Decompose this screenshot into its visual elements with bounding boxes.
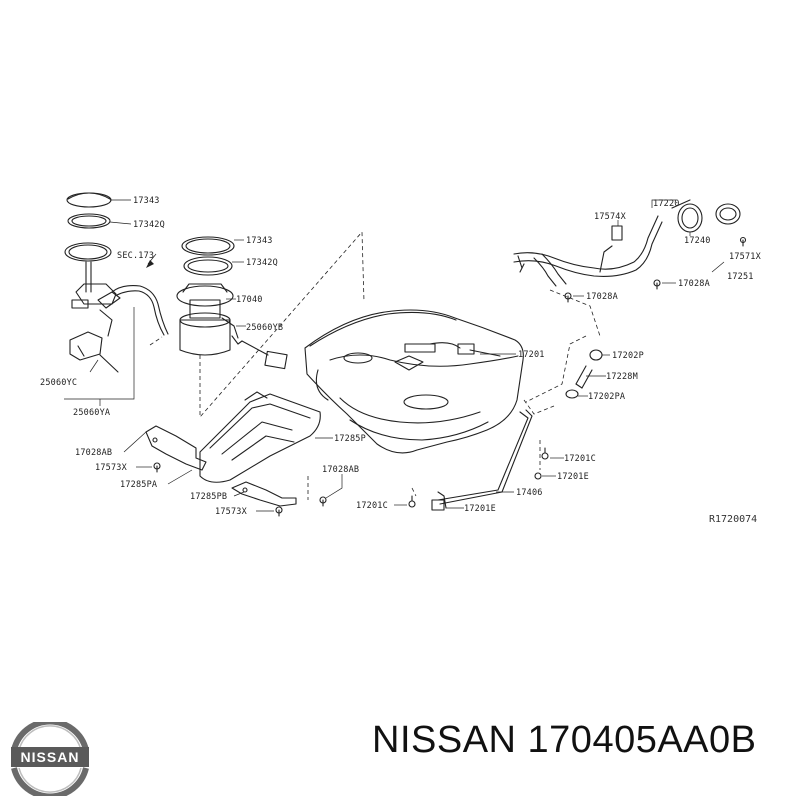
label-17343-b: 17343 xyxy=(246,236,273,246)
hose-17228m xyxy=(575,365,593,389)
nut-17201e-a xyxy=(534,472,542,480)
clamp-17202p xyxy=(589,349,603,361)
sub-tank-sender-assembly xyxy=(69,261,169,373)
filler-cap xyxy=(715,203,741,225)
fuel-pump-17040 xyxy=(176,283,288,370)
label-25060yc: 25060YC xyxy=(40,378,77,388)
label-17342q-a: 17342Q xyxy=(133,220,165,230)
bolt-17201c-a xyxy=(541,447,549,460)
label-17028ab-b: 17028AB xyxy=(322,465,359,475)
clamp-17202pa xyxy=(565,389,579,399)
label-25060ya: 25060YA xyxy=(73,408,110,418)
tank-band-17406 xyxy=(431,409,533,511)
label-17202p: 17202P xyxy=(612,351,644,361)
bolt-17028a-a xyxy=(653,279,661,290)
bolt-17573x-b xyxy=(275,506,283,517)
bracket-17285pa xyxy=(145,425,207,471)
label-sec173: SEC.173 xyxy=(117,251,154,261)
label-17574x: 17574X xyxy=(594,212,627,222)
label-17228m: 17228M xyxy=(606,372,638,382)
label-17202pa: 17202PA xyxy=(588,392,625,402)
label-17251: 17251 xyxy=(727,272,754,282)
label-17342q-b: 17342Q xyxy=(246,258,278,268)
clip-17574x xyxy=(611,225,623,241)
label-17285pa: 17285PA xyxy=(120,480,157,490)
bolt-17028a-b xyxy=(564,292,572,303)
bolt-17201c-b xyxy=(408,495,416,508)
label-17028a-a: 17028A xyxy=(678,279,710,289)
label-17573x-a: 17573X xyxy=(95,463,128,473)
label-17571x: 17571X xyxy=(729,252,762,262)
label-17201c-b: 17201C xyxy=(356,501,388,511)
label-17240: 17240 xyxy=(684,236,711,246)
label-17028a-b: 17028A xyxy=(586,292,618,302)
label-17201e-b: 17201E xyxy=(464,504,496,514)
label-17201: 17201 xyxy=(518,350,545,360)
label-17220: 17220 xyxy=(653,199,680,209)
label-25060yb: 25060YB xyxy=(246,323,283,333)
label-17040: 17040 xyxy=(236,295,263,305)
label-17406: 17406 xyxy=(516,488,543,498)
seal-ring-17343-a xyxy=(66,192,112,208)
gasket-17342q-a xyxy=(67,213,111,229)
filler-tube-17220 xyxy=(513,215,663,287)
fuel-tank-17201 xyxy=(304,309,524,454)
bolt-17571x xyxy=(739,236,747,247)
label-17343-a: 17343 xyxy=(133,196,160,206)
part-title: NISSAN 170405AA0B xyxy=(372,719,757,761)
label-17285pb: 17285PB xyxy=(190,492,227,502)
seal-ring-17343-b xyxy=(181,236,235,256)
nissan-logo-icon xyxy=(11,722,89,796)
label-17201e-a: 17201E xyxy=(557,472,589,482)
bolt-17028ab-b xyxy=(319,496,327,507)
diagram-reference-code: R1720074 xyxy=(709,514,757,525)
label-17285p: 17285P xyxy=(334,434,366,444)
nissan-logo-text: NISSAN xyxy=(11,747,89,767)
label-17201c-a: 17201C xyxy=(564,454,596,464)
gasket-lower-a xyxy=(64,242,112,262)
bracket-17285pb xyxy=(231,481,297,507)
label-17028ab-a: 17028AB xyxy=(75,448,112,458)
label-17573x-b: 17573X xyxy=(215,507,248,517)
bolt-17573x-a xyxy=(153,462,161,473)
heat-shield-17285p xyxy=(199,391,321,483)
gasket-17342q-b xyxy=(183,256,233,276)
